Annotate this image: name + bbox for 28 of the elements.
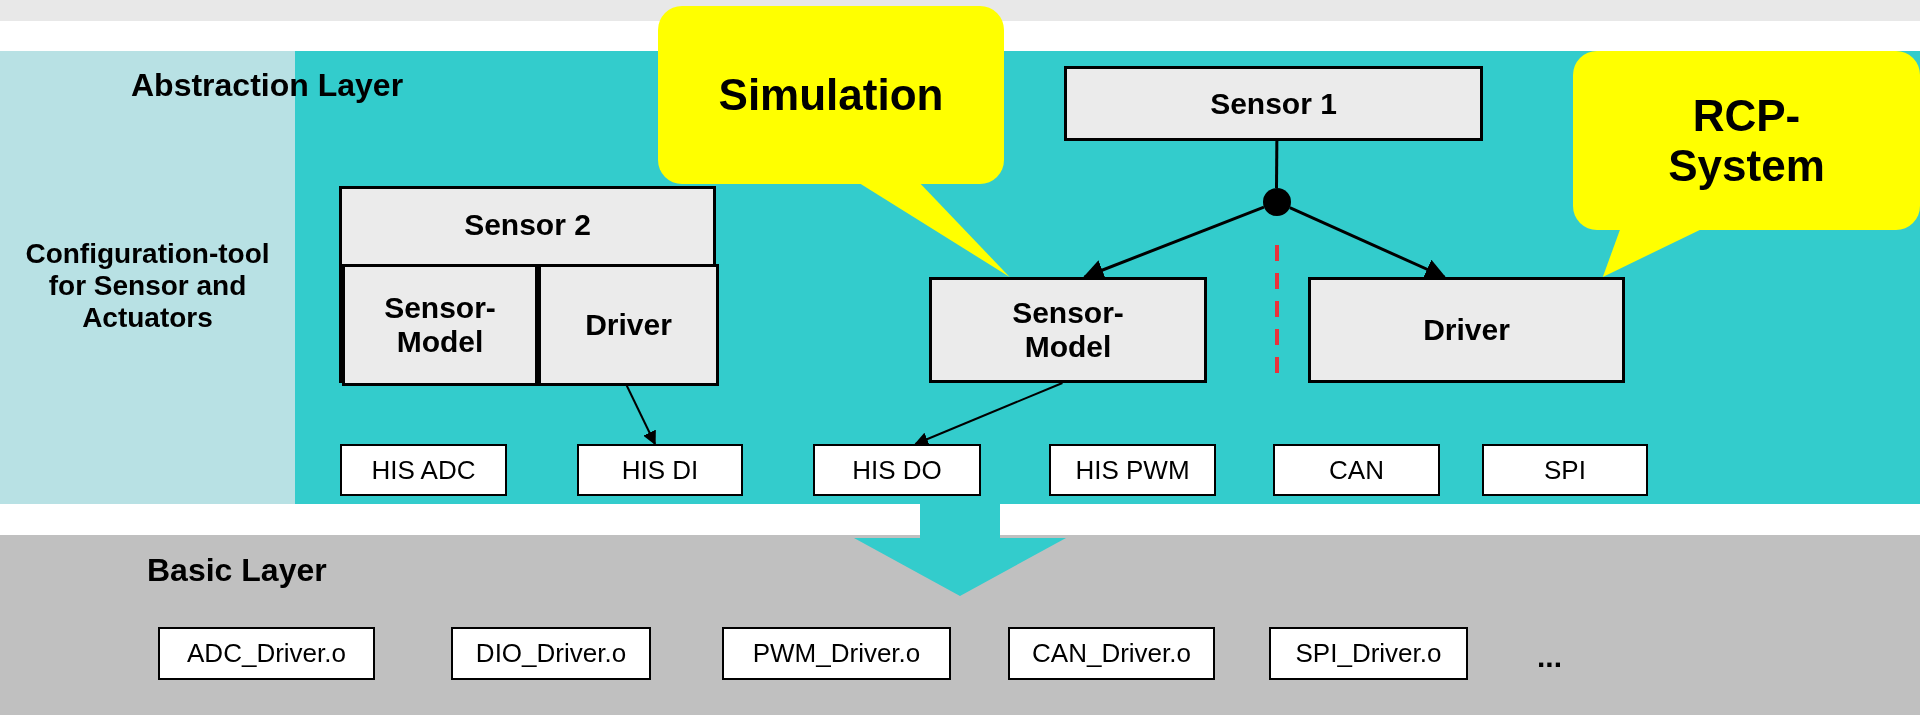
junction-dot (1263, 188, 1291, 216)
interface-box: HIS DO (813, 444, 981, 496)
component-box: Sensor 1 (1064, 66, 1483, 141)
component-box: Driver (1308, 277, 1625, 383)
component-box: Sensor-Model (342, 264, 538, 386)
file-box: CAN_Driver.o (1008, 627, 1215, 680)
component-box: Driver (538, 264, 719, 386)
interface-box: HIS ADC (340, 444, 507, 496)
interface-box: HIS PWM (1049, 444, 1216, 496)
layer-band (0, 535, 1920, 715)
layer-band (0, 51, 1920, 504)
interface-box: HIS DI (577, 444, 743, 496)
layer-title: Basic Layer (147, 552, 327, 589)
component-box: Sensor-Model (929, 277, 1207, 383)
connector-line (1275, 141, 1279, 189)
interface-box: SPI (1482, 444, 1648, 496)
component-box (339, 186, 716, 383)
file-box: SPI_Driver.o (1269, 627, 1468, 680)
file-box: ADC_Driver.o (158, 627, 375, 680)
file-box: DIO_Driver.o (451, 627, 651, 680)
arrow (914, 382, 1064, 446)
box-heading: Sensor 2 (463, 207, 592, 243)
arrow (1082, 205, 1265, 280)
ellipsis-text: ... (1537, 640, 1562, 674)
file-box: PWM_Driver.o (722, 627, 951, 680)
arrow (1289, 206, 1447, 279)
interface-box: CAN (1273, 444, 1440, 496)
block-arrow (854, 504, 1066, 596)
